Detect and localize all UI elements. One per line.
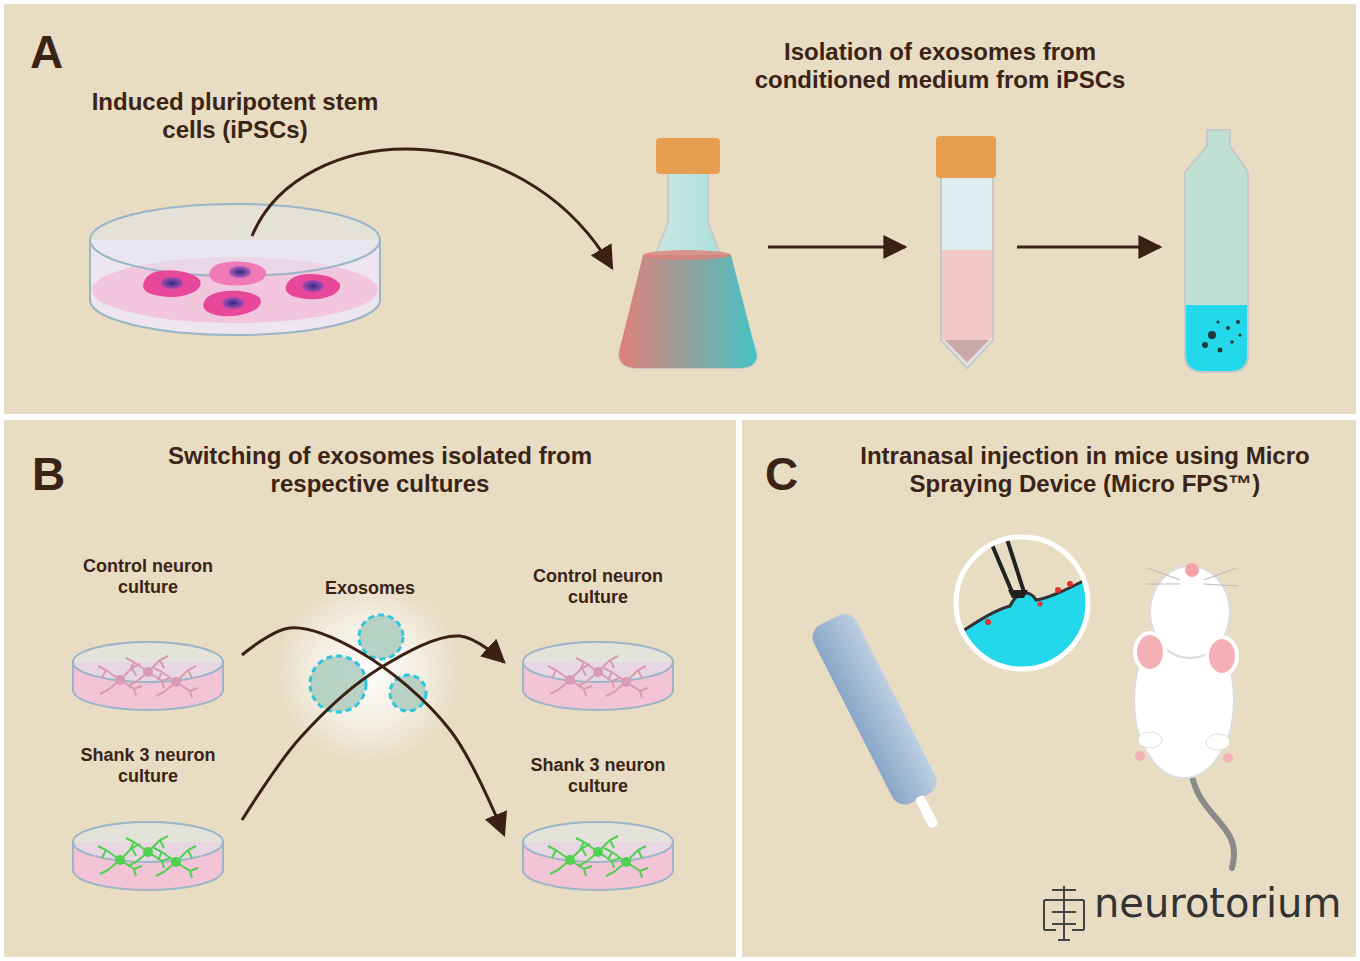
inset-magnifier <box>950 536 1095 680</box>
panel: CIntranasal injection in mice using Micr… <box>742 420 1356 957</box>
process-arrow <box>1017 246 1160 249</box>
centrifuge-tube <box>936 136 996 368</box>
petri-dish <box>90 204 380 335</box>
panel-title: Isolation of exosomes from conditioned m… <box>720 38 1160 93</box>
logo-mark <box>1044 886 1084 940</box>
culture-dish: Induced pluripotent stem cells (iPSCs) <box>81 88 389 338</box>
panel-letter: B <box>32 448 92 501</box>
dish-label: Exosomes <box>296 578 444 599</box>
panel: B Switching of exosomes isolated from res… <box>4 420 736 957</box>
dish-label: Shank 3 neuron culture <box>504 755 692 796</box>
process-arrow <box>252 149 612 268</box>
panel-letter: A <box>30 26 90 79</box>
exosome-group: Exosomes <box>296 578 444 718</box>
dish-label: Induced pluripotent stem cells (iPSCs) <box>81 88 389 143</box>
flask <box>619 138 756 368</box>
exosome-vesicles <box>276 580 460 764</box>
culture-dishes <box>73 642 673 890</box>
spray-device <box>808 609 956 838</box>
watermark: neurotorium <box>1094 880 1341 926</box>
switch-arrow <box>242 628 504 835</box>
culture-dish: Shank 3 neuron culture <box>54 745 242 895</box>
culture-dish: Control neuron culture <box>54 556 242 721</box>
culture-dish: Shank 3 neuron culture <box>504 755 692 900</box>
mouse <box>1134 563 1238 868</box>
dish-label: Control neuron culture <box>504 566 692 607</box>
dish-label: Control neuron culture <box>54 556 242 597</box>
panel-title: Intranasal injection in mice using Micro… <box>835 442 1335 497</box>
exosome-tube <box>1185 130 1248 372</box>
culture-dish: Control neuron culture <box>504 566 692 721</box>
panel: A Isolation of exosomes from conditioned … <box>4 4 1356 414</box>
panel-title: Switching of exosomes isolated from resp… <box>130 442 630 497</box>
dish-label: Shank 3 neuron culture <box>54 745 242 786</box>
process-arrow <box>768 246 905 249</box>
panel-letter: C <box>765 448 825 501</box>
switch-arrow <box>242 636 504 820</box>
